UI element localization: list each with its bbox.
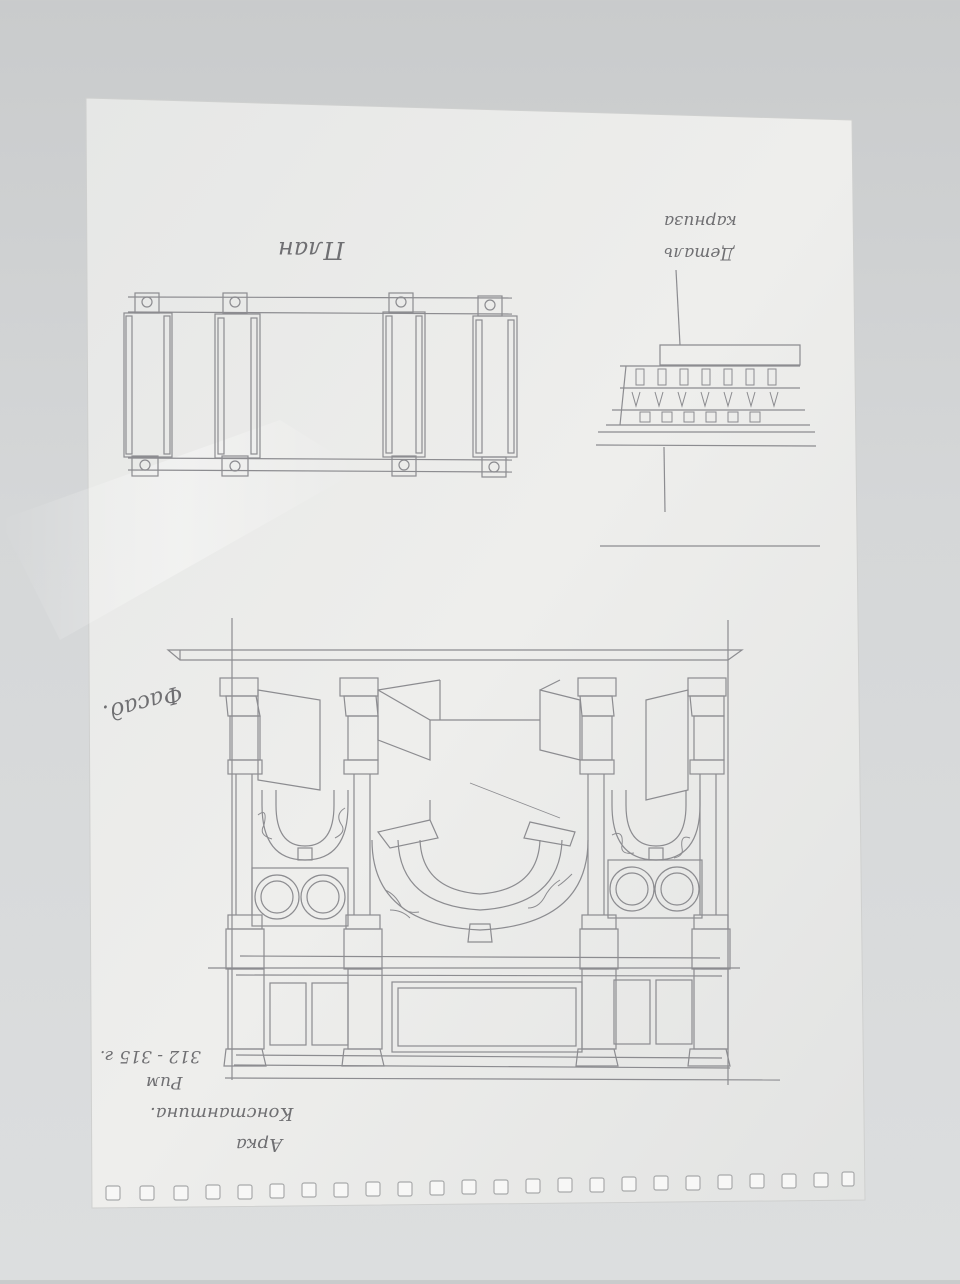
title-label-line1: Арка (236, 1134, 283, 1155)
title-label-line3: Рим (146, 1072, 183, 1092)
column-3 (575, 677, 619, 1067)
light-streak (0, 420, 360, 640)
plan-label: План (278, 236, 345, 264)
facade-drawing (166, 618, 781, 1085)
column-1 (219, 677, 267, 1067)
plan-drawing (123, 292, 518, 478)
title-label-line4: 312 - 315 г. (100, 1046, 201, 1066)
cornice-label-line1: Деталь (664, 243, 735, 263)
cornice-label-line2: карниза (664, 211, 737, 231)
pencil-lines (123, 269, 820, 1085)
column-4 (687, 677, 731, 1067)
title-label-line2: Константина. (150, 1103, 294, 1124)
binding-holes (105, 1171, 855, 1201)
paper-sheet (85, 97, 866, 1209)
cornice-detail (595, 269, 820, 547)
